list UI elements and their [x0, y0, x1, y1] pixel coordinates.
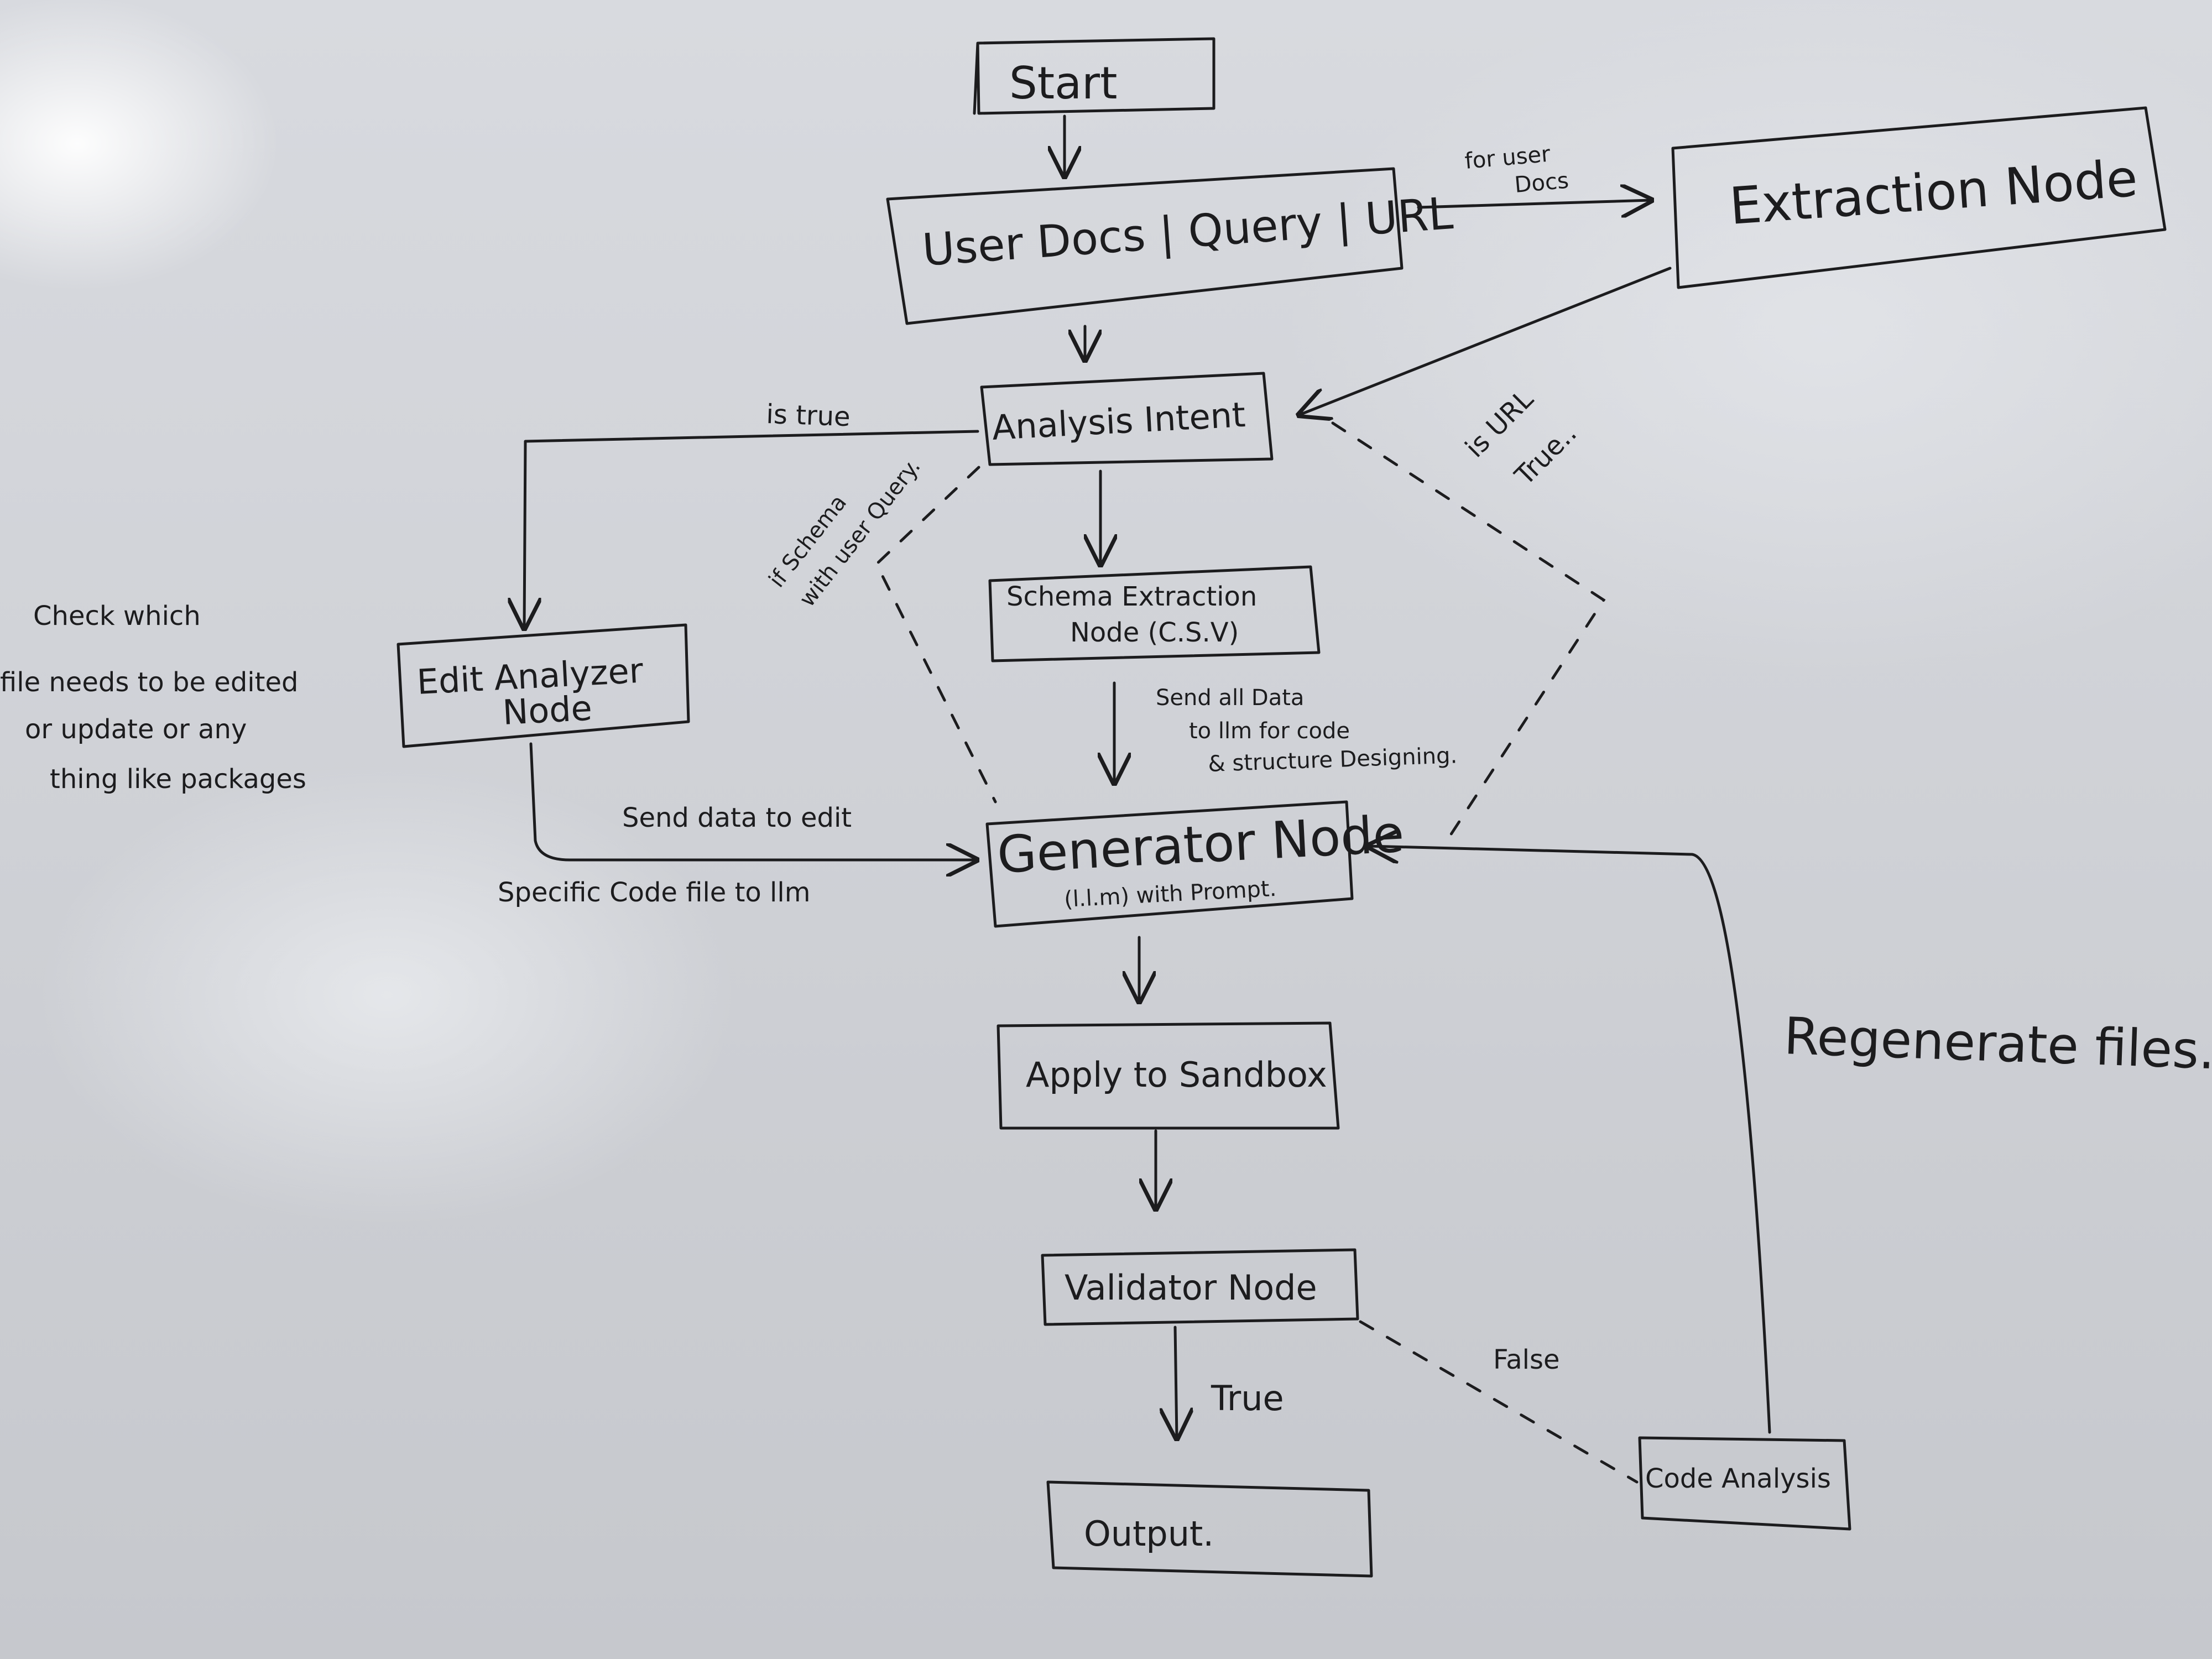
- arrow-code-analysis-to-generator: [1369, 846, 1771, 1434]
- label-send-all-data-line1: Send all Data: [1156, 685, 1304, 711]
- dashed-intent-to-generator-url: [1331, 421, 1606, 848]
- apply-sandbox-node: Apply to Sandbox: [997, 1021, 1340, 1130]
- dashed-intent-to-generator: [874, 466, 997, 804]
- dashed-validator-to-code-analysis: [1359, 1320, 1639, 1484]
- output-label: Output.: [1084, 1514, 1214, 1554]
- label-send-all-data-line2: to llm for code: [1189, 718, 1350, 744]
- code-analysis-label: Code Analysis: [1645, 1463, 1831, 1494]
- label-for-user-docs-line1: for user: [1464, 142, 1552, 174]
- code-analysis-node: Code Analysis: [1638, 1436, 1851, 1531]
- generator-node: Generator Node (l.l.m) with Prompt.: [985, 800, 1406, 928]
- arrow-extraction-to-intent: [1300, 267, 1672, 415]
- apply-sandbox-label: Apply to Sandbox: [1026, 1055, 1327, 1095]
- arrow-input-to-extraction: [1417, 200, 1651, 207]
- label-send-data-to-edit: Send data to edit: [622, 802, 852, 833]
- label-false: False: [1493, 1344, 1560, 1375]
- label-specific-code-file: Specific Code file to llm: [498, 877, 810, 908]
- input-node: User Docs | Query | URL: [886, 167, 1455, 325]
- label-regenerate-files: Regenerate files.: [1783, 1006, 2212, 1081]
- edit-analyzer-label-line2: Node: [502, 688, 593, 733]
- start-label: Start: [1009, 58, 1117, 109]
- schema-label-line2: Node (C.S.V): [1070, 617, 1239, 648]
- note-line3: or update or any: [25, 714, 247, 745]
- extraction-node: Extraction Node: [1671, 106, 2167, 289]
- intent-node: Analysis Intent: [980, 372, 1274, 466]
- arrow-intent-to-edit-analyzer: [524, 430, 979, 628]
- arrow-validator-to-output: [1175, 1326, 1177, 1438]
- extraction-label: Extraction Node: [1728, 149, 2140, 236]
- label-true: True: [1211, 1378, 1284, 1418]
- input-label: User Docs | Query | URL: [921, 187, 1455, 276]
- arrow-edit-analyzer-to-generator: [529, 742, 976, 860]
- edit-analyzer-node: Edit Analyzer Node: [397, 623, 690, 748]
- intent-label: Analysis Intent: [991, 394, 1246, 448]
- validator-node: Validator Node: [1041, 1248, 1359, 1326]
- start-node: Start: [973, 37, 1215, 115]
- note-line1: Check which: [33, 601, 201, 632]
- note-line4: thing like packages: [50, 764, 306, 795]
- side-note-check-files: Check which file needs to be edited or u…: [0, 601, 306, 795]
- label-for-user-docs-line2: Docs: [1514, 168, 1570, 198]
- label-send-all-data-line3: & structure Designing.: [1208, 743, 1458, 777]
- generator-label-line1: Generator Node: [996, 805, 1406, 885]
- schema-label-line1: Schema Extraction: [1006, 581, 1257, 612]
- schema-node: Schema Extraction Node (C.S.V): [988, 565, 1321, 662]
- output-node: Output.: [1046, 1480, 1373, 1578]
- note-line2: file needs to be edited: [0, 667, 298, 698]
- label-is-true: is true: [766, 399, 851, 432]
- validator-label: Validator Node: [1065, 1267, 1317, 1308]
- label-is-url-true-line2: True..: [1509, 418, 1583, 492]
